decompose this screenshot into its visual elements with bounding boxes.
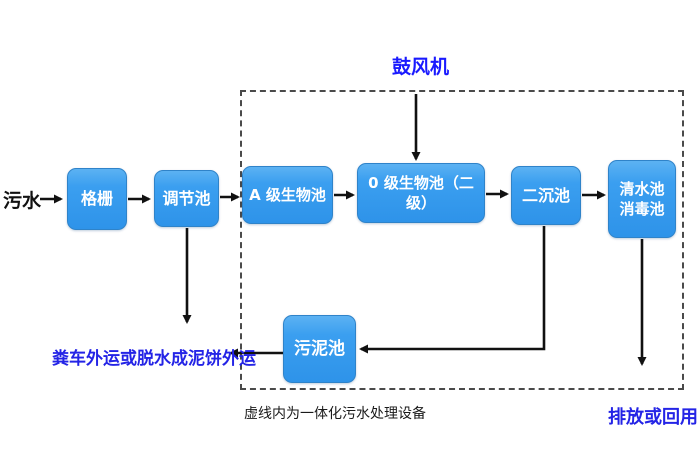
node-secondary-sedimentation-label: 二沉池 [521,185,570,205]
node-regulating-label: 调节池 [162,188,211,208]
node-a-bio-label: A 级生物池 [249,185,326,204]
node-secondary-sedimentation-tank: 二沉池 [511,166,581,225]
node-sludge-label: 污泥池 [294,338,345,359]
sludge-disposal-label: 粪车外运或脱水成泥饼外运 [52,349,256,369]
node-grid-tank: 格栅 [67,168,127,230]
node-sludge-tank: 污泥池 [283,315,356,383]
blower-label: 鼓风机 [392,56,450,78]
node-clear-water-disinfection-tank: 清水池 消毒池 [608,160,676,238]
integrated-equipment-dashed-boundary [240,90,684,390]
node-clear-water-label-line1: 清水池 [619,179,665,198]
influent-label: 污水 [3,190,42,212]
node-clear-water-label-line2: 消毒池 [619,200,665,218]
node-a-bio-tank: A 级生物池 [242,166,333,224]
discharge-reuse-label: 排放或回用 [608,407,698,428]
node-o-bio-label: 0 级生物池（二级） [368,173,474,212]
node-o-bio-tank: 0 级生物池（二级） [357,163,485,223]
node-grid-label: 格栅 [80,189,113,209]
node-regulating-tank: 调节池 [154,170,219,227]
dashed-box-caption: 虚线内为一体化污水处理设备 [244,406,426,422]
